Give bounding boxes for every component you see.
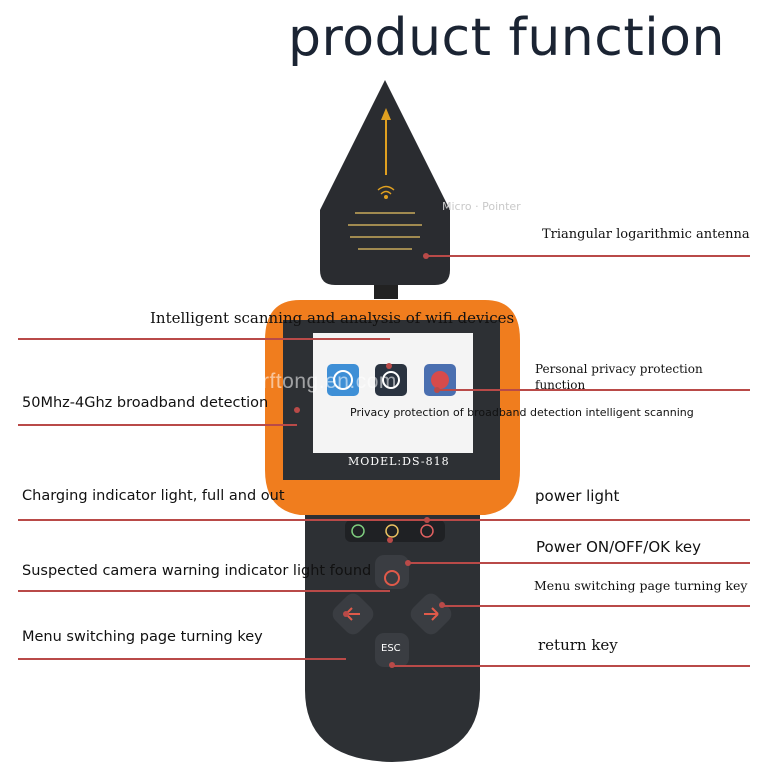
esc-key-label: ESC	[381, 643, 401, 654]
antenna-shape	[320, 80, 450, 285]
label-intelligent-scanning: Intelligent scanning and analysis of wif…	[150, 309, 515, 327]
leader-power-key	[408, 562, 750, 564]
leader-privacy	[437, 389, 750, 391]
antenna-arrow-head	[381, 108, 391, 120]
power-light-icon	[420, 524, 434, 538]
model-label: MODEL:DS-818	[348, 455, 450, 468]
camera-warning-light-icon	[385, 524, 399, 538]
leader-broadband	[18, 424, 297, 426]
esc-key	[375, 633, 409, 667]
scan-app-icon	[375, 364, 407, 396]
leader-return-key	[392, 665, 750, 667]
leader-camera-warning	[18, 590, 390, 592]
leader-intelligent-scanning	[18, 338, 390, 340]
label-power-key: Power ON/OFF/OK key	[536, 538, 701, 556]
indicator-strip	[345, 520, 445, 542]
wifi-icon	[377, 185, 395, 199]
label-privacy-line2: function	[535, 378, 586, 392]
leader-antenna	[426, 255, 750, 257]
screen-caption: Privacy protection of broadband detectio…	[350, 406, 694, 419]
label-camera-warning: Suspected camera warning indicator light…	[22, 563, 372, 579]
label-privacy-line1: Personal privacy protection	[535, 362, 703, 376]
label-antenna: Triangular logarithmic antenna	[542, 227, 750, 242]
label-broadband: 50Mhz-4Ghz broadband detection	[22, 395, 269, 411]
label-charging: Charging indicator light, full and out	[22, 488, 285, 504]
micro-pointer-text: Micro · Pointer	[442, 200, 521, 213]
label-menu-left: Menu switching page turning key	[22, 629, 263, 645]
antenna-connector	[374, 285, 398, 299]
model-plate	[335, 453, 447, 471]
charging-light-icon	[351, 524, 365, 538]
label-return-key: return key	[538, 636, 618, 654]
label-menu-right: Menu switching page turning key	[534, 578, 748, 593]
leader-menu-left	[18, 658, 346, 660]
page-title: product function	[288, 8, 725, 68]
label-power-light: power light	[535, 487, 620, 505]
antenna-specs	[348, 212, 422, 250]
watermark: rftong.en.com	[262, 370, 397, 393]
leader-menu-right	[442, 605, 750, 607]
leader-charging	[18, 519, 750, 521]
broadband-app-icon	[327, 364, 359, 396]
